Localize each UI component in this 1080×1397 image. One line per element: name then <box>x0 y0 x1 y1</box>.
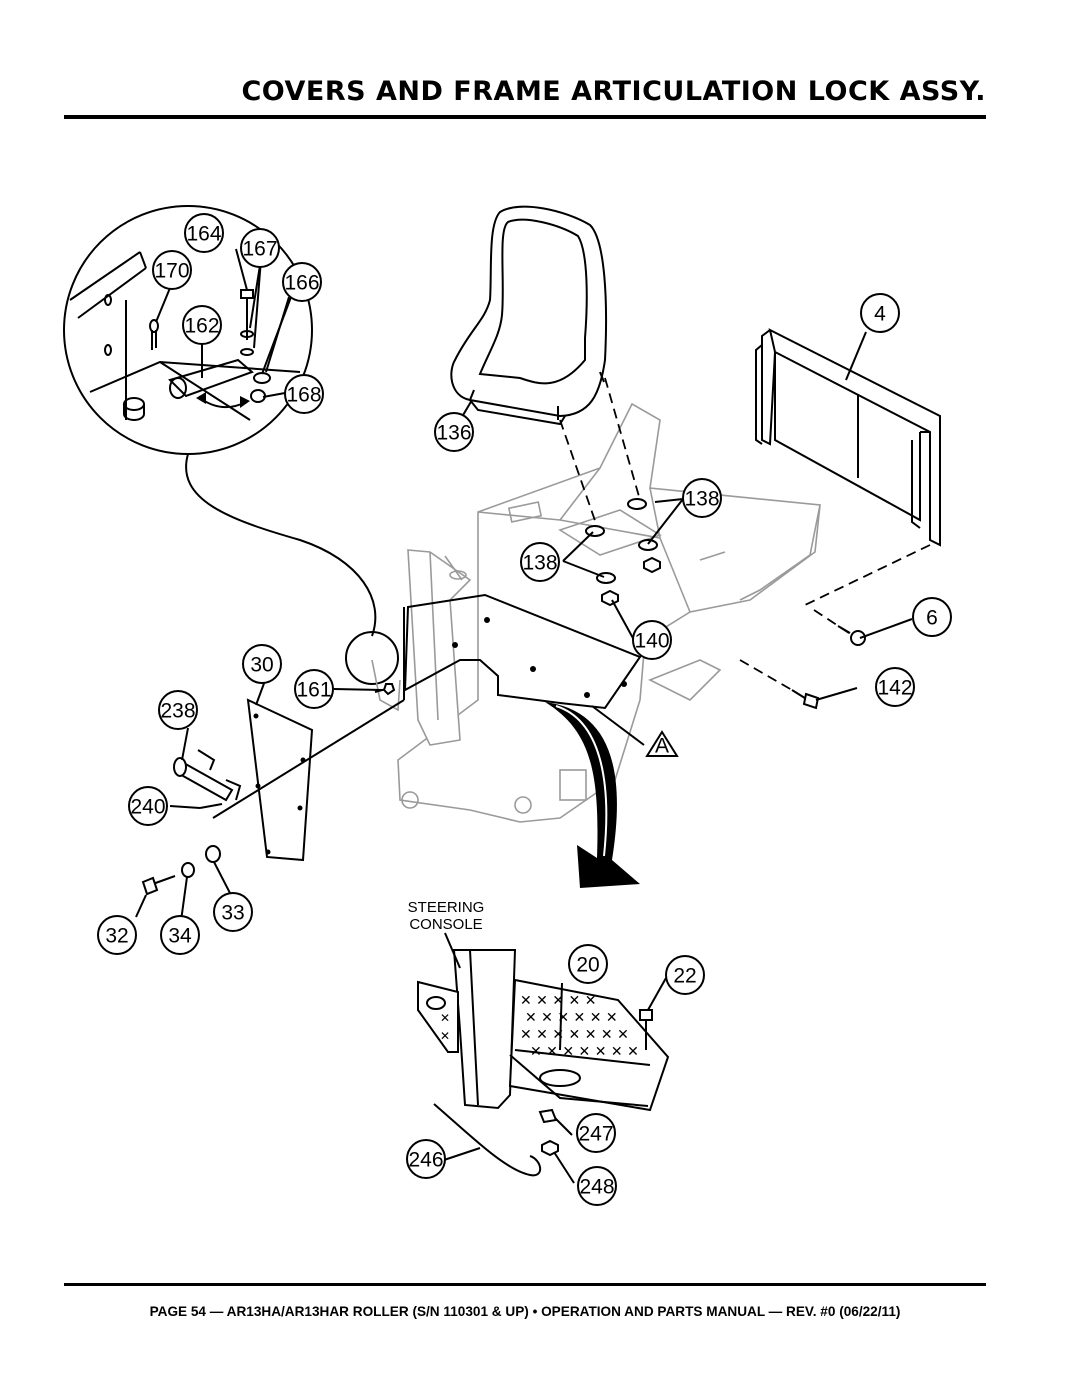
callout-cA: A <box>645 730 679 758</box>
callout-label: 248 <box>579 1176 614 1199</box>
callout-c248: 248 <box>577 1166 617 1206</box>
steering-console-arrow <box>545 702 640 888</box>
seat-nut-2 <box>643 556 661 574</box>
storage-clip <box>173 749 242 802</box>
callout-c170: 170 <box>152 250 192 290</box>
seat-washer-1 <box>585 525 605 537</box>
callout-label: 167 <box>242 238 277 261</box>
detail-connector <box>185 453 377 637</box>
callout-label: 238 <box>160 700 195 723</box>
callout-c140: 140 <box>632 620 672 660</box>
u-bolt-246 <box>433 1103 542 1177</box>
callout-c161: 161 <box>294 669 334 709</box>
callout-c20: 20 <box>568 944 608 984</box>
callout-label: 168 <box>286 384 321 407</box>
svg-text:✕ ✕ ✕ ✕ ✕ ✕ ✕: ✕ ✕ ✕ ✕ ✕ ✕ ✕ <box>530 1044 639 1060</box>
floor-plate <box>403 593 642 710</box>
screw-240 <box>199 803 223 809</box>
steering-console-group: ✕ ✕ ✕ ✕ ✕ ✕ ✕ ✕ ✕ ✕ ✕ ✕ ✕ ✕ ✕ ✕ ✕ ✕ ✕ ✕ … <box>417 949 670 1112</box>
callout-label: 140 <box>634 630 669 653</box>
callout-label: 138 <box>684 488 719 511</box>
callout-c166: 166 <box>282 262 322 302</box>
detail-locator-circle <box>345 631 399 685</box>
callout-c33: 33 <box>213 892 253 932</box>
callout-c22: 22 <box>665 955 705 995</box>
callout-c32: 32 <box>97 915 137 955</box>
page-footer: PAGE 54 — AR13HA/AR13HAR ROLLER (S/N 110… <box>149 1304 901 1319</box>
washer-33 <box>205 845 221 863</box>
callout-label: 142 <box>877 677 912 700</box>
callout-label: 162 <box>184 315 219 338</box>
steering-label-line2: CONSOLE <box>409 916 482 933</box>
callout-c167: 167 <box>240 228 280 268</box>
svg-text:✕ ✕ ✕ ✕ ✕: ✕ ✕ ✕ ✕ ✕ <box>520 993 596 1009</box>
callout-c168: 168 <box>284 374 324 414</box>
steering-label-line1: STEERING <box>408 899 485 916</box>
callout-label: 246 <box>408 1149 443 1172</box>
cover-leader-line <box>212 699 405 819</box>
callout-label: 136 <box>436 422 471 445</box>
callout-c138a: 138 <box>682 478 722 518</box>
callout-label: 166 <box>284 272 319 295</box>
seat-nut-1 <box>601 589 619 607</box>
bolt-32 <box>141 875 176 896</box>
callout-label: 161 <box>296 679 331 702</box>
callout-group: 164 167 170 166 162 168 4 136 138 138 6 140 30 161 142… <box>97 213 952 1206</box>
callout-label: 6 <box>926 607 938 630</box>
callout-c4: 4 <box>860 293 900 333</box>
callout-c136: 136 <box>434 412 474 452</box>
rear-cover-plate <box>755 328 941 547</box>
callout-c30: 30 <box>242 644 282 684</box>
console-tower <box>371 549 472 746</box>
callout-label: 32 <box>105 925 128 948</box>
callout-c162: 162 <box>182 305 222 345</box>
leader-lines <box>135 248 913 1184</box>
callout-label: 22 <box>673 965 696 988</box>
callout-c138b: 138 <box>520 542 560 582</box>
operator-seat <box>450 205 608 426</box>
callout-label: 247 <box>578 1123 613 1146</box>
callout-label: 164 <box>186 223 221 246</box>
callout-label: 33 <box>221 902 244 925</box>
callout-c247: 247 <box>576 1113 616 1153</box>
callout-c34: 34 <box>160 915 200 955</box>
callout-label: 4 <box>874 303 886 326</box>
nut-248 <box>541 1139 559 1157</box>
bolt-6 <box>837 625 866 646</box>
bolt-142 <box>791 689 820 710</box>
svg-text:✕ ✕ ✕ ✕ ✕ ✕ ✕: ✕ ✕ ✕ ✕ ✕ ✕ ✕ <box>520 1027 629 1043</box>
callout-label: 34 <box>168 925 192 948</box>
callout-c164: 164 <box>184 213 224 253</box>
title-rule <box>64 115 986 119</box>
svg-text:✕: ✕ <box>440 1029 450 1043</box>
svg-text:✕ ✕ ✕ ✕ ✕ ✕: ✕ ✕ ✕ ✕ ✕ ✕ <box>525 1010 618 1026</box>
callout-label: 240 <box>130 796 165 819</box>
seat-washer-2 <box>627 498 647 510</box>
callout-label: 170 <box>154 260 189 283</box>
callout-c6: 6 <box>912 597 952 637</box>
side-cover-panel <box>246 698 314 862</box>
callout-c246: 246 <box>406 1139 446 1179</box>
callout-label: 20 <box>576 954 599 977</box>
callout-label: A <box>655 735 669 758</box>
lockwasher-34 <box>181 862 195 878</box>
seat-washer-4 <box>638 539 658 551</box>
svg-text:✕: ✕ <box>440 1011 450 1025</box>
nut-161 <box>382 683 396 696</box>
footer-rule <box>64 1283 986 1286</box>
callout-label: 30 <box>250 654 273 677</box>
callout-c240: 240 <box>128 786 168 826</box>
clamp-247 <box>538 1108 558 1124</box>
callout-label: 138 <box>522 552 557 575</box>
page-title: COVERS AND FRAME ARTICULATION LOCK ASSY. <box>241 76 986 107</box>
callout-c238: 238 <box>158 690 198 730</box>
callout-c142: 142 <box>875 667 915 707</box>
